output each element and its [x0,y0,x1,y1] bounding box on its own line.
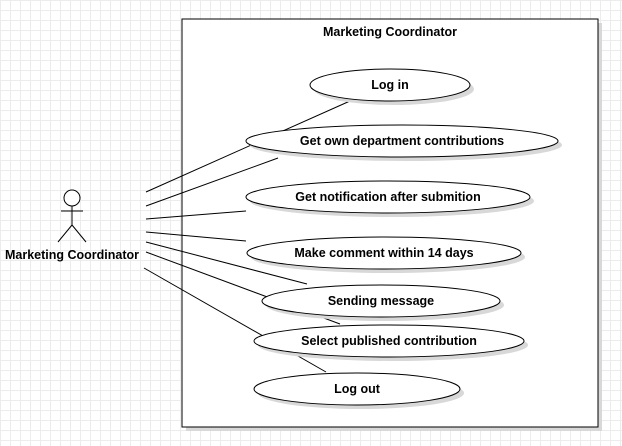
association-get-own-department-contributions[interactable] [145,157,279,207]
use-case-label: Log out [334,382,381,396]
use-case-label: Get own department contributions [300,134,504,148]
use-case-make-comment-within-14-days[interactable]: Make comment within 14 days [246,236,525,273]
association-log-in[interactable] [145,100,351,193]
use-case-ellipse[interactable] [245,124,559,158]
use-case-get-notification-after-submition[interactable]: Get notification after submition [245,180,534,217]
actor-stick-figure-icon [57,189,87,243]
system-title: Marketing Coordinator [323,25,457,39]
use-case-log-out[interactable]: Log out [253,372,464,409]
use-case-sending-message[interactable]: Sending message [261,284,504,321]
use-case-label: Sending message [328,294,434,308]
use-case-label: Select published contribution [301,334,477,348]
actor-label: Marketing Coordinator [5,248,139,262]
use-case-label: Log in [371,78,409,92]
use-case-ellipse[interactable] [309,68,471,102]
association-sending-message[interactable] [145,241,308,285]
use-case-ellipse[interactable] [246,236,522,270]
use-case-log-in[interactable]: Log in [309,68,474,105]
use-case-ellipse[interactable] [245,180,531,214]
use-case-ellipse[interactable] [253,324,525,358]
use-case-ellipse[interactable] [261,284,501,318]
actor-marketing-coordinator[interactable]: Marketing Coordinator [5,189,139,262]
use-case-label: Get notification after submition [295,190,480,204]
use-case-get-own-department-contributions[interactable]: Get own department contributions [245,124,562,161]
use-case-select-published-contribution[interactable]: Select published contribution [253,324,528,361]
association-get-notification[interactable] [145,210,247,220]
use-case-ellipse[interactable] [253,372,461,406]
association-make-comment[interactable] [145,231,247,242]
use-case-label: Make comment within 14 days [294,246,473,260]
